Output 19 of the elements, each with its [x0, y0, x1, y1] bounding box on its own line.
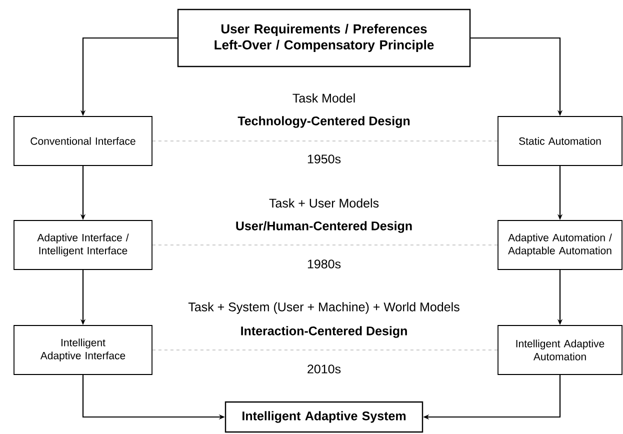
era-label: 2010s: [308, 364, 341, 374]
process-box: Conventional Interface: [14, 116, 152, 166]
model-label: Task Model: [292, 93, 355, 103]
heading-label: Interaction-Centered Design: [241, 326, 407, 338]
dashed-line: [152, 244, 498, 246]
process-box: Intelligent Adaptive System: [224, 401, 424, 433]
model-label: Task + User Models: [269, 198, 379, 208]
process-box: User Requirements / Preferences Left-Over / Compensatory Principle: [177, 8, 471, 68]
era-label: 1950s: [308, 154, 341, 164]
process-box: Intelligent Adaptive Automation: [498, 325, 622, 375]
model-label: Task + System (User + Machine) + World Models: [188, 302, 460, 314]
heading-label: Technology-Centered Design: [238, 116, 410, 128]
process-box: Adaptive Automation / Adaptable Automation: [498, 220, 622, 270]
heading-label: User/Human-Centered Design: [236, 221, 412, 233]
era-label: 1980s: [308, 260, 341, 268]
process-box: Adaptive Interface / Intelligent Interface: [14, 220, 152, 270]
dashed-line: [152, 140, 498, 142]
process-box: Static Automation: [498, 116, 622, 166]
process-box: Intelligent Adaptive Interface: [14, 325, 152, 375]
